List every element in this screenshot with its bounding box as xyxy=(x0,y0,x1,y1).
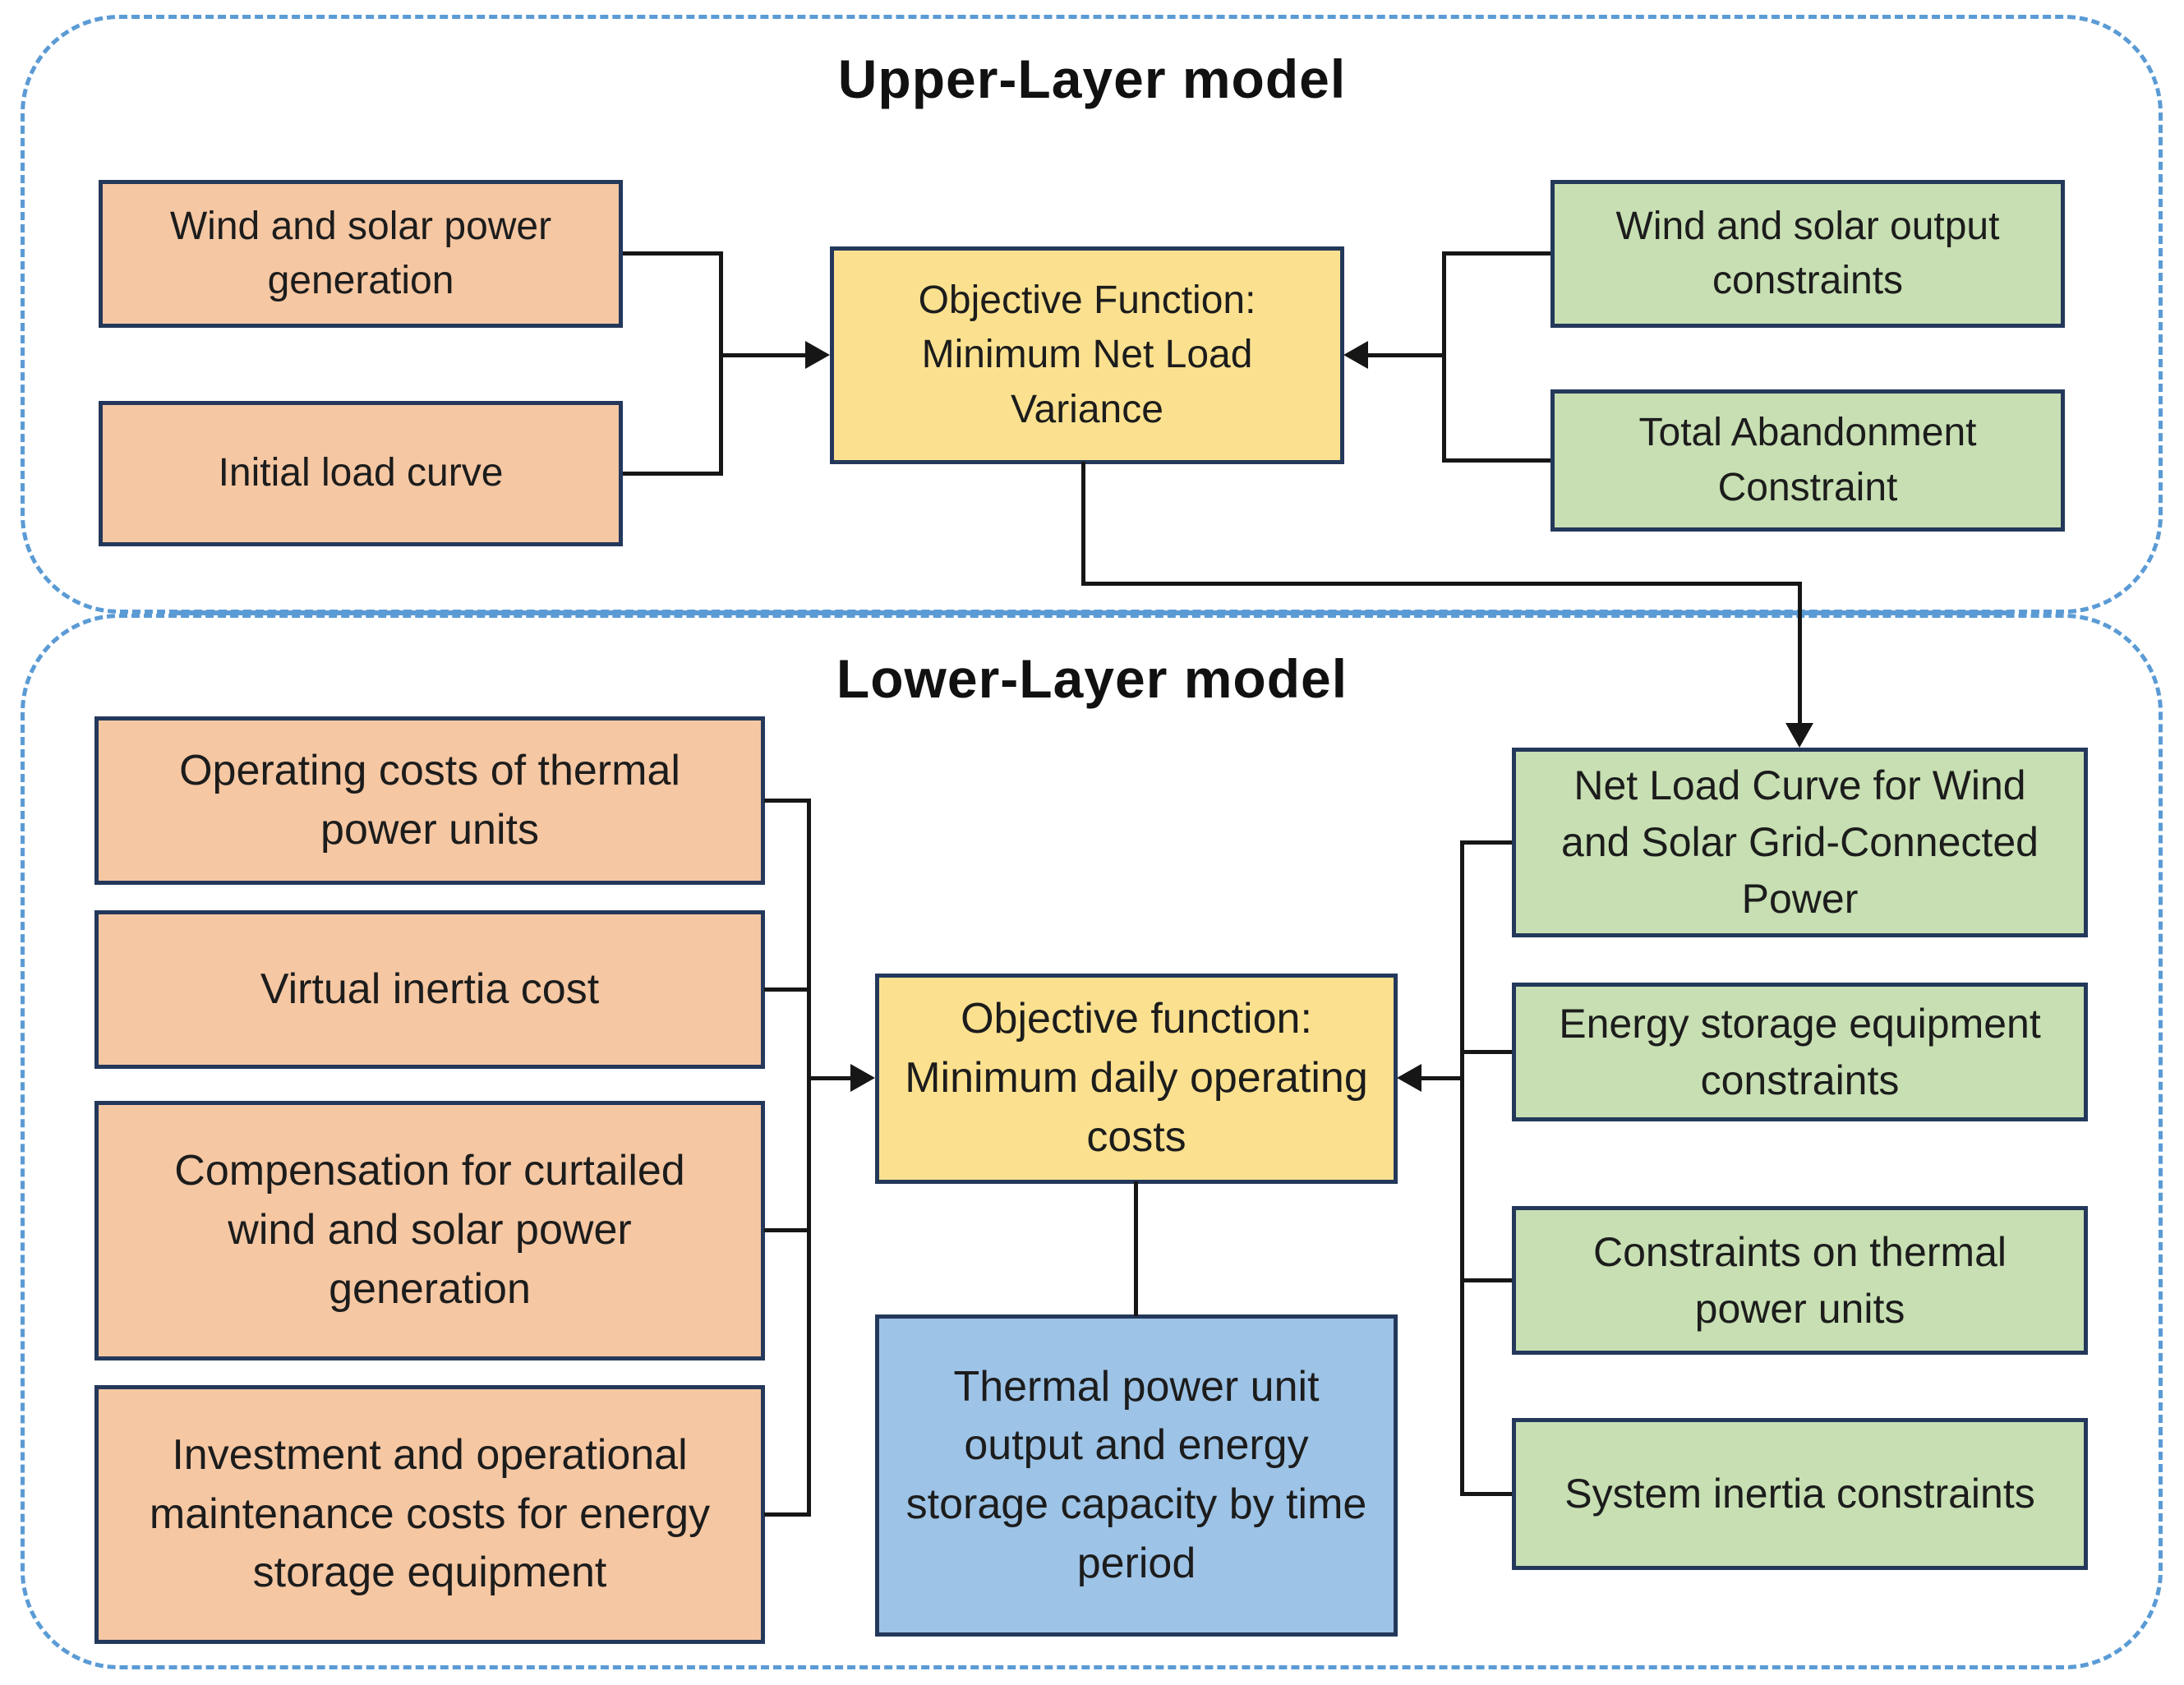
node-label: Constraints on thermal power units xyxy=(1592,1228,2007,1332)
connector-upper-input2-tap xyxy=(623,472,723,476)
node-wind-solar-generation: Wind and solar power generation xyxy=(99,180,623,328)
connector-upper-constraint1-tap xyxy=(1444,251,1550,256)
connector-interlayer-drop2 xyxy=(1798,582,1802,723)
arrowhead-into-upper-objective-right xyxy=(1343,341,1368,369)
node-label: Wind and solar output constraints xyxy=(1615,204,2000,302)
connector-lower-right-collector xyxy=(1460,840,1464,1496)
connector-upper-left-collector xyxy=(719,251,723,476)
node-label: Initial load curve xyxy=(218,451,504,495)
node-dispatch-result: Thermal power unit output and energy sto… xyxy=(875,1314,1398,1637)
connector-upper-input1-tap xyxy=(623,251,723,256)
connector-interlayer-drop1 xyxy=(1081,462,1085,584)
node-thermal-operating-costs: Operating costs of thermal power units xyxy=(94,716,765,885)
upper-layer-title: Upper-Layer model xyxy=(837,48,1347,109)
connector-lconstraint3-tap xyxy=(1463,1278,1512,1282)
connector-cost3-tap xyxy=(764,1228,811,1232)
arrowhead-into-lower-objective-left xyxy=(850,1064,875,1092)
node-label: Net Load Curve for Wind and Solar Grid-C… xyxy=(1561,762,2039,922)
node-lower-objective: Objective function: Minimum daily operat… xyxy=(875,974,1398,1184)
connector-lconstraint4-tap xyxy=(1463,1492,1512,1496)
node-label: Energy storage equipment constraints xyxy=(1559,1000,2041,1103)
node-storage-equipment-constraints: Energy storage equipment constraints xyxy=(1512,983,2088,1121)
node-label: System inertia constraints xyxy=(1564,1471,2035,1517)
connector-upper-left-shaft xyxy=(719,353,807,357)
connector-upper-constraint2-tap xyxy=(1444,458,1550,463)
connector-cost1-tap xyxy=(764,799,811,803)
node-system-inertia-constraints: System inertia constraints xyxy=(1512,1418,2088,1570)
node-upper-objective: Objective Function: Minimum Net Load Var… xyxy=(830,246,1344,464)
connector-lower-left-collector xyxy=(807,799,811,1517)
connector-cost4-tap xyxy=(764,1512,811,1517)
node-initial-load-curve: Initial load curve xyxy=(99,401,623,546)
region-boundary-line xyxy=(177,610,2007,615)
node-label: Objective Function: Minimum Net Load Var… xyxy=(918,279,1256,431)
lower-layer-region xyxy=(21,614,2163,1669)
node-label: Total Abandonment Constraint xyxy=(1638,411,1977,509)
connector-lconstraint1-tap xyxy=(1463,840,1512,845)
connector-interlayer-horizontal xyxy=(1081,582,1802,586)
node-label: Compensation for curtailed wind and sola… xyxy=(174,1147,685,1313)
node-curtailment-compensation: Compensation for curtailed wind and sola… xyxy=(94,1101,765,1360)
node-wind-solar-output-constraints: Wind and solar output constraints xyxy=(1550,180,2065,328)
node-label: Virtual inertia cost xyxy=(260,965,600,1013)
arrowhead-into-lower-objective-right xyxy=(1397,1064,1421,1092)
node-label: Thermal power unit output and energy sto… xyxy=(905,1362,1367,1587)
lower-layer-title: Lower-Layer model xyxy=(836,648,1348,709)
node-virtual-inertia-cost: Virtual inertia cost xyxy=(94,910,765,1069)
node-total-abandonment-constraint: Total Abandonment Constraint xyxy=(1550,389,2065,532)
connector-upper-right-shaft xyxy=(1366,353,1444,357)
node-net-load-curve: Net Load Curve for Wind and Solar Grid-C… xyxy=(1512,748,2088,937)
connector-lower-right-shaft xyxy=(1421,1076,1464,1080)
node-label: Operating costs of thermal power units xyxy=(179,746,680,854)
connector-objective-to-result xyxy=(1134,1181,1138,1316)
node-thermal-unit-constraints: Constraints on thermal power units xyxy=(1512,1206,2088,1355)
connector-cost2-tap xyxy=(764,988,811,992)
connector-lconstraint2-tap xyxy=(1463,1050,1512,1054)
node-label: Investment and operational maintenance c… xyxy=(149,1430,711,1597)
node-label: Wind and solar power generation xyxy=(169,204,552,302)
connector-lower-left-shaft xyxy=(807,1076,853,1080)
arrowhead-into-upper-objective-left xyxy=(805,341,830,369)
node-label: Objective function: Minimum daily operat… xyxy=(905,995,1368,1161)
node-storage-investment-costs: Investment and operational maintenance c… xyxy=(94,1385,765,1644)
arrowhead-into-net-load-curve xyxy=(1785,723,1813,748)
